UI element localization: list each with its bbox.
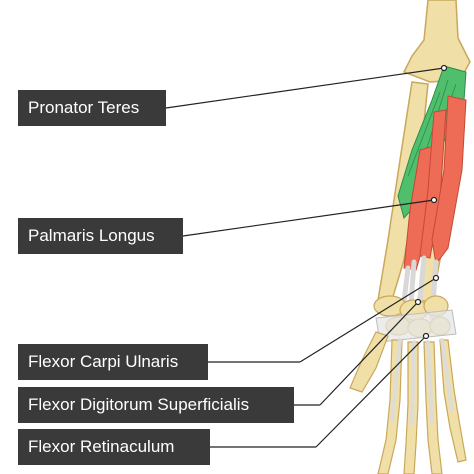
leader-lines [165, 64, 448, 448]
digital-tendons [390, 338, 454, 426]
flexor-carpi-ulnaris-muscle [431, 95, 467, 266]
thumb-bones [349, 331, 389, 393]
humerus-bone [402, 0, 471, 83]
label-flexor-carpi-ulnaris: Flexor Carpi Ulnaris [18, 344, 208, 380]
label-pronator-teres: Pronator Teres [18, 90, 166, 126]
leader-palmaris-longus [182, 199, 435, 237]
leader-pronator-teres [165, 67, 445, 109]
label-flexor-retinaculum: Flexor Retinaculum [18, 429, 210, 465]
label-palmaris-longus: Palmaris Longus [18, 218, 183, 254]
label-flexor-digitorum-superficialis: Flexor Digitorum Superficialis [18, 387, 294, 423]
palmaris-longus-muscle [419, 109, 447, 259]
